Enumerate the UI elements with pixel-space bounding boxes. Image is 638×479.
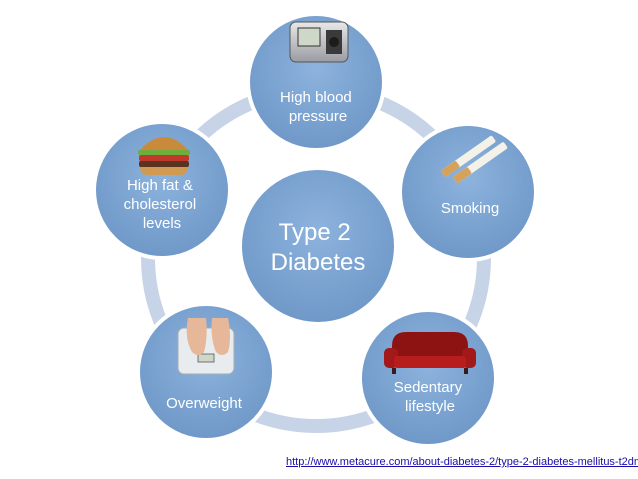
node-label-line: pressure — [289, 108, 347, 125]
node-label-line: High blood — [280, 89, 352, 106]
node-smoking: Smoking — [400, 124, 536, 260]
center-label-line: Type 2 — [279, 219, 351, 246]
node-label-line: High fat & — [127, 177, 193, 194]
center-node: Type 2 Diabetes — [240, 168, 396, 324]
node-overweight: Overweight — [138, 304, 274, 440]
blood-pressure-monitor-icon — [290, 22, 348, 62]
node-label-line: lifestyle — [405, 398, 455, 415]
node-high-blood-pressure: High blood pressure — [248, 14, 384, 150]
node-label-line: Overweight — [166, 395, 243, 412]
node-label-line: cholesterol — [124, 196, 197, 213]
node-label: Smoking — [441, 200, 499, 217]
node-label: Overweight — [166, 395, 243, 412]
sofa-icon — [384, 332, 476, 374]
node-sedentary-lifestyle: Sedentary lifestyle — [360, 310, 496, 446]
node-high-fat-cholesterol: High fat & cholesterol levels — [94, 122, 230, 258]
source-link[interactable]: http://www.metacure.com/about-diabetes-2… — [286, 456, 638, 468]
node-label-line: Smoking — [441, 200, 499, 217]
node-label-line: Sedentary — [394, 379, 463, 396]
center-label-line: Diabetes — [271, 249, 366, 276]
node-label-line: levels — [143, 215, 181, 232]
